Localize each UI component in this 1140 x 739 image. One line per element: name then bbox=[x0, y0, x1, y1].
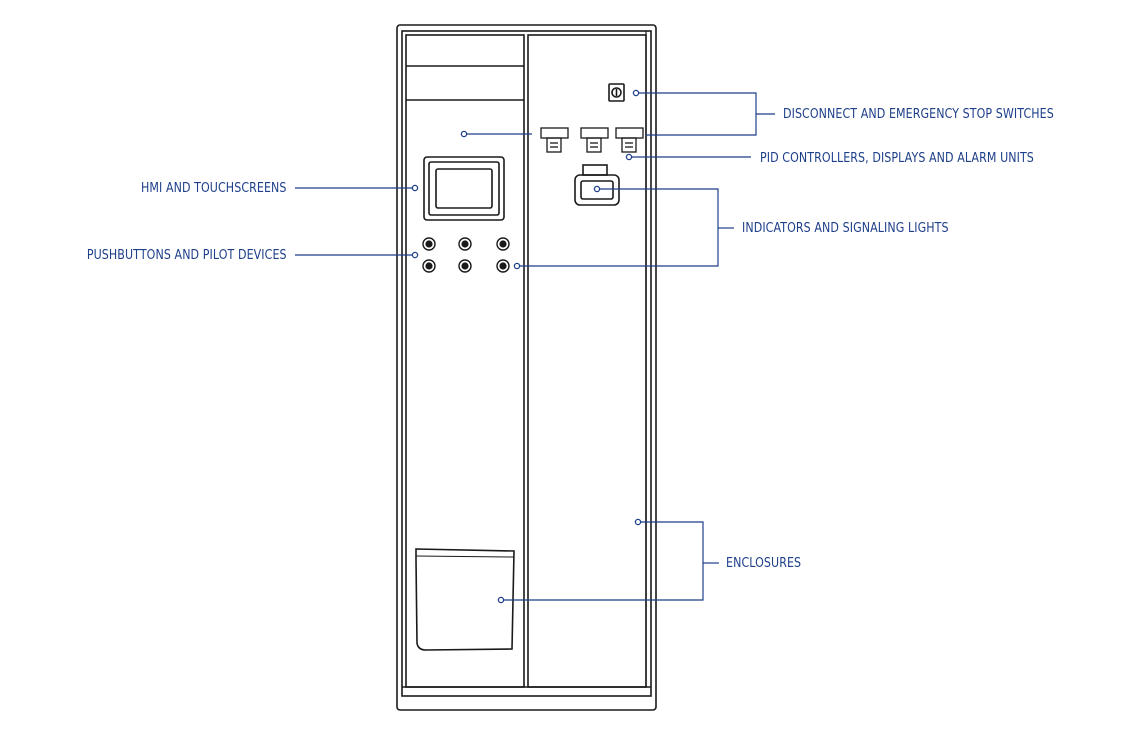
pid-controllers bbox=[540, 127, 644, 153]
label-indicators: INDICATORS AND SIGNALING LIGHTS bbox=[742, 220, 949, 236]
pushbutton-cap bbox=[425, 240, 433, 248]
disconnect-switch-body bbox=[608, 83, 625, 102]
cabinet-outer-frame bbox=[396, 24, 657, 711]
pushbutton-cap bbox=[499, 262, 507, 270]
leader-dot-pid-left bbox=[460, 130, 468, 138]
enclosure-pocket-lip bbox=[415, 555, 515, 558]
leader-dot-enclosure-right bbox=[634, 518, 642, 526]
label-enclosures: ENCLOSURES bbox=[726, 555, 802, 571]
pushbutton-cap bbox=[425, 262, 433, 270]
pid-controller-face bbox=[615, 127, 644, 139]
leader-dot-pushbuttons bbox=[411, 251, 419, 259]
leader-dot-enclosure-pocket bbox=[497, 596, 505, 604]
indicator-lens bbox=[580, 180, 614, 200]
pushbutton-r2-c3 bbox=[496, 259, 510, 273]
pushbutton-r2-c2 bbox=[458, 259, 472, 273]
leader-dot-indicator bbox=[593, 185, 601, 193]
indicator-housing bbox=[574, 174, 620, 206]
leader-dot-hmi bbox=[411, 184, 419, 192]
label-pushbuttons: PUSHBUTTONS AND PILOT DEVICES bbox=[87, 247, 287, 263]
pid-controller-1 bbox=[540, 127, 569, 153]
right-door bbox=[527, 34, 647, 688]
pid-controller-body bbox=[546, 137, 562, 153]
indicator-top-plate bbox=[582, 164, 608, 176]
label-pid: PID CONTROLLERS, DISPLAYS AND ALARM UNIT… bbox=[760, 150, 1034, 166]
pushbutton-r1-c3 bbox=[496, 237, 510, 251]
disconnect-switch-dial bbox=[611, 87, 622, 98]
pushbutton-cap bbox=[461, 262, 469, 270]
leader-dot-pushbutton-right bbox=[513, 262, 521, 270]
leader-dots bbox=[411, 89, 642, 604]
hmi-screen bbox=[435, 168, 493, 209]
pushbutton-cap bbox=[461, 240, 469, 248]
pid-controller-body bbox=[586, 137, 602, 153]
cabinet bbox=[396, 24, 657, 711]
pid-controller-3 bbox=[615, 127, 644, 153]
leader-disconnect-a bbox=[639, 92, 775, 115]
pid-controller-2 bbox=[580, 127, 609, 153]
enclosure-pocket bbox=[415, 548, 515, 651]
hmi-bezel bbox=[423, 156, 505, 221]
pushbutton-r1-c1 bbox=[422, 237, 436, 251]
label-hmi: HMI AND TOUCHSCREENS bbox=[141, 180, 287, 196]
pushbutton-cap bbox=[499, 240, 507, 248]
leader-disconnect-b bbox=[646, 114, 757, 136]
pid-controller-face bbox=[540, 127, 569, 139]
leader-enclosure-a bbox=[503, 521, 704, 601]
leader-indicator-a bbox=[517, 188, 719, 267]
leaders bbox=[295, 92, 775, 601]
pid-controller-face bbox=[580, 127, 609, 139]
label-disconnect: DISCONNECT AND EMERGENCY STOP SWITCHES bbox=[783, 106, 1054, 122]
pid-controller-body bbox=[621, 137, 637, 153]
pushbutton-r2-c1 bbox=[422, 259, 436, 273]
hmi-frame bbox=[428, 161, 500, 216]
pushbutton-r1-c2 bbox=[458, 237, 472, 251]
left-door bbox=[405, 34, 525, 688]
cabinet-inner-frame bbox=[401, 30, 652, 697]
leader-dot-disconnect bbox=[632, 89, 640, 97]
leader-dot-pid bbox=[625, 153, 633, 161]
pushbutton-grid bbox=[422, 237, 510, 273]
